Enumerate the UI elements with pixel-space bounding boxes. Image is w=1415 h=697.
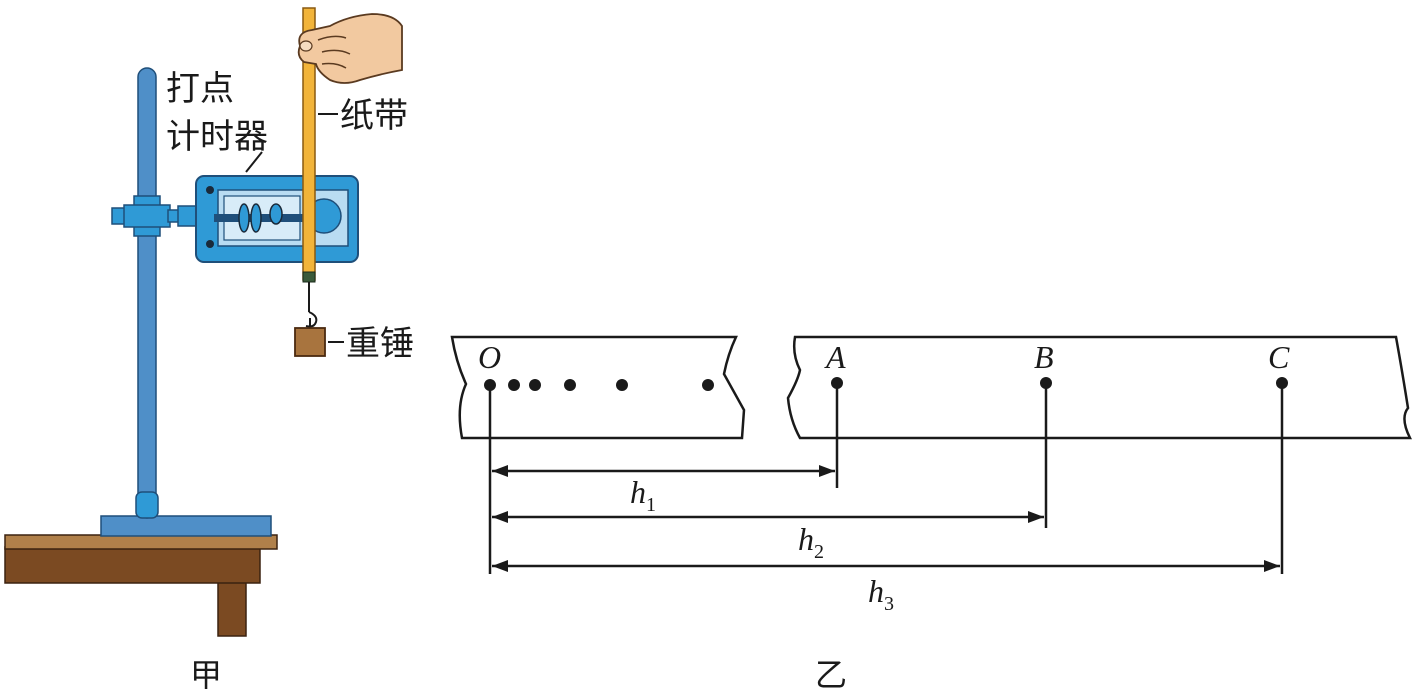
clamp — [111, 195, 209, 237]
caption-yi: 乙 — [815, 656, 847, 694]
spark-timer — [195, 151, 359, 263]
hook — [305, 282, 318, 330]
tape-piece-left — [450, 335, 746, 440]
h3-label: h3 — [868, 573, 894, 615]
apparatus-figure: 打点 计时器 纸带 重锤 甲 — [4, 7, 414, 694]
h2-label: h2 — [798, 521, 824, 563]
point-o-label: O — [478, 339, 501, 375]
stand-rod — [137, 67, 157, 519]
weight-label: 重锤 — [346, 324, 414, 364]
point-a-label: A — [824, 339, 846, 375]
tape-dot — [564, 379, 576, 391]
timer-label-line2: 计时器 — [166, 117, 268, 157]
timer-label-line1: 打点 — [166, 69, 234, 109]
stand-base — [100, 515, 272, 537]
tape-dot — [529, 379, 541, 391]
h1-label: h1 — [630, 474, 656, 516]
point-b-label: B — [1034, 339, 1054, 375]
hand — [297, 13, 403, 84]
tape-dot — [508, 379, 520, 391]
tape-dot — [616, 379, 628, 391]
table — [4, 534, 278, 637]
heavy-weight — [294, 327, 326, 357]
tape-piece-right — [786, 335, 1413, 440]
dimension-h2 — [492, 511, 1044, 523]
dimension-h1 — [492, 465, 835, 477]
tape-dot — [702, 379, 714, 391]
tape-label: 纸带 — [340, 96, 408, 136]
tape-figure: O A B C h1 h2 — [450, 335, 1413, 694]
paper-tape — [302, 7, 316, 283]
caption-jia: 甲 — [190, 656, 222, 694]
point-c-label: C — [1268, 339, 1290, 375]
dimension-h3 — [492, 560, 1280, 572]
